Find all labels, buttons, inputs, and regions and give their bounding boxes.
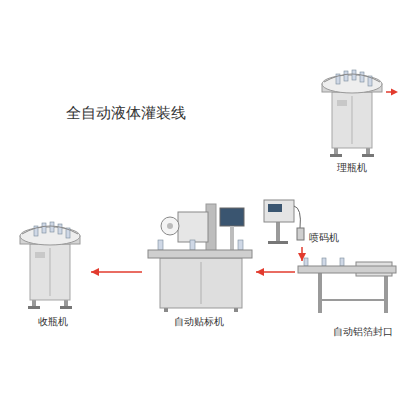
- bottle: [304, 258, 308, 266]
- bottle: [190, 240, 195, 250]
- bottle: [238, 240, 243, 250]
- machine-label: 收瓶机: [38, 316, 68, 328]
- machine-box: 自动贴标机: [143, 198, 255, 330]
- coder-nozzle: [297, 228, 304, 240]
- coder-stand: [276, 222, 280, 242]
- labeling-head: [178, 212, 208, 242]
- flow-arrow: [91, 271, 142, 273]
- coder-cable: [294, 206, 300, 228]
- screen-arm: [230, 226, 234, 250]
- machine-label: 自动贴标机: [174, 316, 224, 328]
- cabinet-door-line: [201, 262, 202, 304]
- machine-label: 理瓶机: [337, 162, 367, 174]
- machine-box: 收瓶机: [16, 218, 90, 330]
- machine-label: 自动铝箔封口: [333, 326, 393, 338]
- bottle: [322, 258, 326, 266]
- coder-base: [268, 241, 288, 244]
- bottle-unscrambler: [322, 70, 382, 157]
- bottle: [340, 258, 344, 266]
- machine-leg: [384, 273, 388, 313]
- frame-bar: [320, 299, 386, 301]
- conveyor-rail: [298, 266, 396, 273]
- machine-box: 自动铝箔封口: [296, 262, 396, 340]
- labeler-cabinet: [160, 258, 242, 308]
- coder-controller: [264, 200, 294, 222]
- diagram-title: 全自动液体灌装线: [66, 104, 186, 122]
- label-roll-core: [167, 223, 173, 229]
- bottle-collector: [20, 222, 80, 309]
- label-roll: [161, 217, 179, 235]
- flow-arrow: [256, 271, 295, 273]
- conveyor-rail: [148, 250, 252, 258]
- machine-box: 喷码机: [256, 188, 342, 246]
- flow-arrow: [301, 247, 303, 261]
- machine-leg: [318, 273, 322, 313]
- coder-screen: [268, 204, 282, 212]
- bottle: [158, 240, 163, 250]
- control-screen: [220, 208, 244, 226]
- machine-label: 喷码机: [309, 232, 339, 244]
- machine-box: 理瓶机: [318, 68, 386, 176]
- outgoing-arrow-head: [391, 89, 398, 96]
